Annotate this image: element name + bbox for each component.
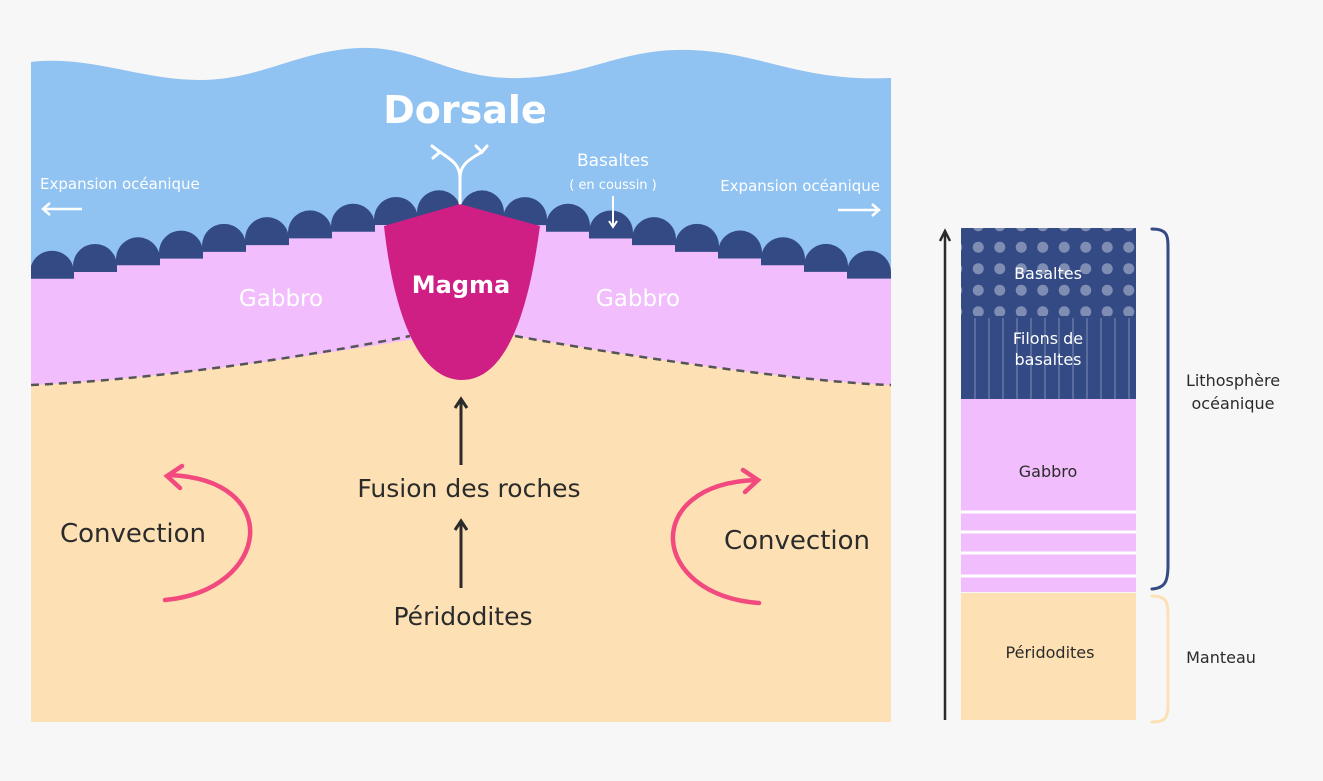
column-depth-arrow-icon	[938, 228, 952, 720]
moho-boundary-right	[514, 334, 891, 387]
basaltes-label: Basaltes	[577, 151, 649, 171]
pillow-basalt	[116, 237, 160, 266]
expansion-right-arrow-icon	[838, 203, 881, 217]
column-gabbro-label: Gabbro	[1019, 462, 1078, 481]
column-peridotite-block	[961, 593, 1136, 720]
lithosphere-label-2: océanique	[1192, 394, 1275, 413]
gabbro-left-label: Gabbro	[239, 286, 323, 312]
ridge-title: Dorsale	[383, 88, 546, 132]
upward-arrow-icon	[453, 396, 469, 465]
pillow-basalt	[374, 196, 418, 225]
lithology-column	[961, 228, 1136, 720]
convection-right-label: Convection	[724, 526, 870, 556]
column-basaltes-label: Basaltes	[1014, 264, 1082, 283]
convection-left-arrow-icon	[162, 463, 253, 603]
column-filon-lines	[974, 318, 1130, 399]
manteau-label: Manteau	[1186, 648, 1256, 667]
basaltes-sublabel: ( en coussin )	[569, 178, 657, 193]
pillow-basalt	[73, 244, 117, 273]
pillow-basalt	[847, 250, 891, 279]
pillow-basalt	[546, 203, 590, 232]
pillow-basalt	[503, 197, 547, 226]
convection-left-label: Convection	[60, 519, 206, 549]
pillow-basalt	[718, 230, 762, 259]
lithosphere-label-1: Lithosphère	[1186, 371, 1280, 390]
moho-boundary	[31, 334, 411, 387]
pillow-basalt	[202, 223, 246, 252]
pillow-basalt	[632, 217, 676, 246]
pillow-basalt	[159, 230, 203, 259]
upward-arrow-lower-icon	[453, 518, 469, 588]
expansion-left-arrow-icon	[41, 202, 82, 216]
expansion-left-label: Expansion océanique	[40, 175, 200, 193]
convection-right-arrow-icon	[670, 467, 762, 606]
magma-chamber	[384, 204, 540, 380]
pillow-basalt	[761, 237, 805, 266]
pillow-basalt	[331, 203, 375, 232]
pillow-basalt	[31, 250, 74, 279]
peridotites-label: Péridodites	[394, 602, 533, 631]
pillow-basalts	[31, 190, 891, 279]
fusion-label: Fusion des roches	[357, 474, 580, 503]
column-peridotites-label: Péridodites	[1006, 643, 1095, 662]
column-gabbro-block	[961, 399, 1136, 592]
basaltes-pointer-icon	[608, 196, 618, 229]
pillow-basalt	[804, 243, 848, 272]
column-gabbro-lines	[961, 510, 1136, 578]
gabbro-right-label: Gabbro	[596, 286, 680, 312]
column-basalt-dots	[961, 228, 1136, 316]
ridge-split-arrow-icon	[430, 144, 489, 205]
mantle-brace	[1150, 594, 1170, 724]
expansion-right-label: Expansion océanique	[720, 177, 880, 195]
lithosphere-brace	[1150, 227, 1170, 591]
column-filons-label-2: basaltes	[1015, 350, 1082, 369]
magma-label: Magma	[412, 271, 510, 299]
pillow-basalt	[288, 210, 332, 239]
pillow-basalt	[245, 217, 289, 246]
column-filons-label-1: Filons de	[1013, 329, 1083, 348]
pillow-basalt	[675, 223, 719, 252]
